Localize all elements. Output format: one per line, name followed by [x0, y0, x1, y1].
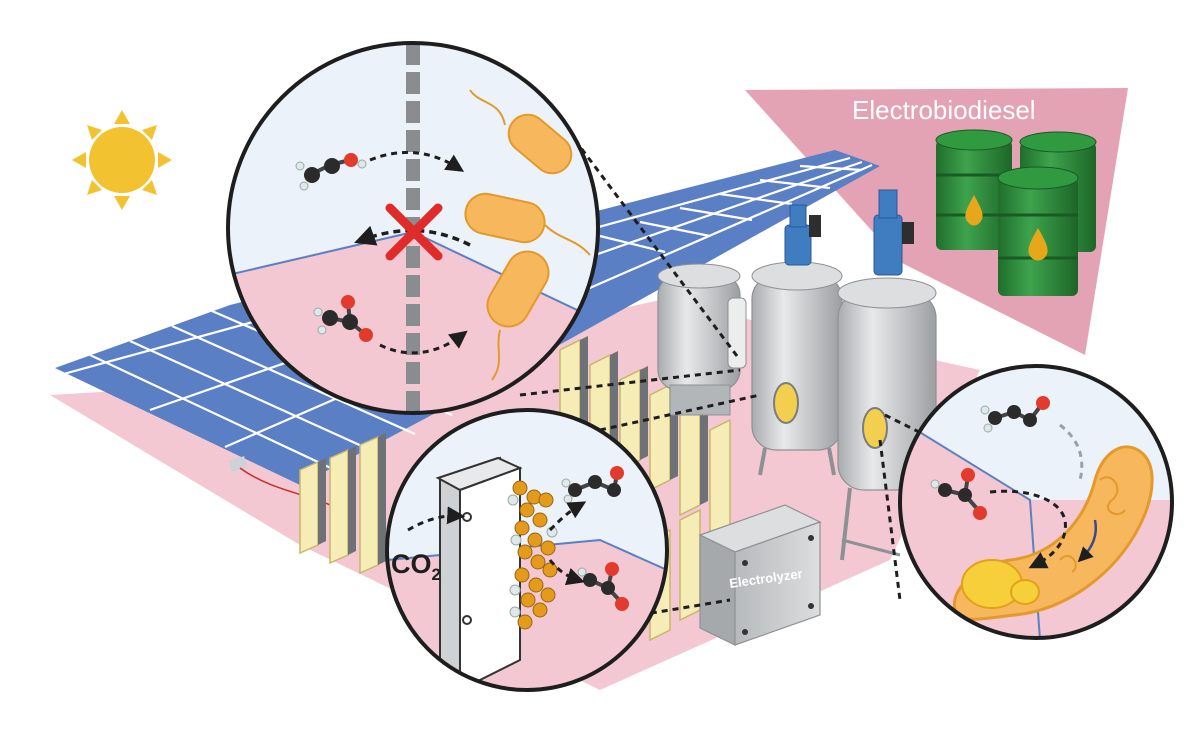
electrolyzer-stack: Electrolyzer [299, 336, 822, 646]
ethanol-molecule [980, 396, 1050, 433]
bioreactor-tank [751, 204, 843, 476]
co2-label: CO2 [391, 549, 441, 584]
bacterium-icon [952, 445, 1154, 621]
electrode-zoom-circle: CO2 [385, 408, 669, 692]
product-title: Electrobiodiesel [852, 95, 1036, 125]
fuel-barrel-icon [935, 129, 1097, 296]
ethanol-molecule [561, 466, 624, 504]
bioreactor-small [657, 263, 747, 416]
bacterium-icon [464, 89, 591, 381]
red-cross-icon [385, 203, 443, 261]
bioreactor-tank-front [837, 189, 937, 561]
acetate-molecule [313, 295, 373, 342]
acetate-molecule [930, 468, 987, 520]
zoom-connectors [519, 139, 936, 617]
sun-icon [72, 110, 172, 210]
membrane-zoom-circle [226, 41, 600, 415]
catalyst-particles [512, 480, 558, 630]
electrolyzer-box: Electrolyzer [698, 504, 822, 646]
bacterium-zoom-circle [898, 364, 1174, 640]
ethanol-molecule [295, 153, 367, 191]
co2-main: CO [391, 549, 432, 579]
co2-subscript: 2 [432, 565, 441, 584]
